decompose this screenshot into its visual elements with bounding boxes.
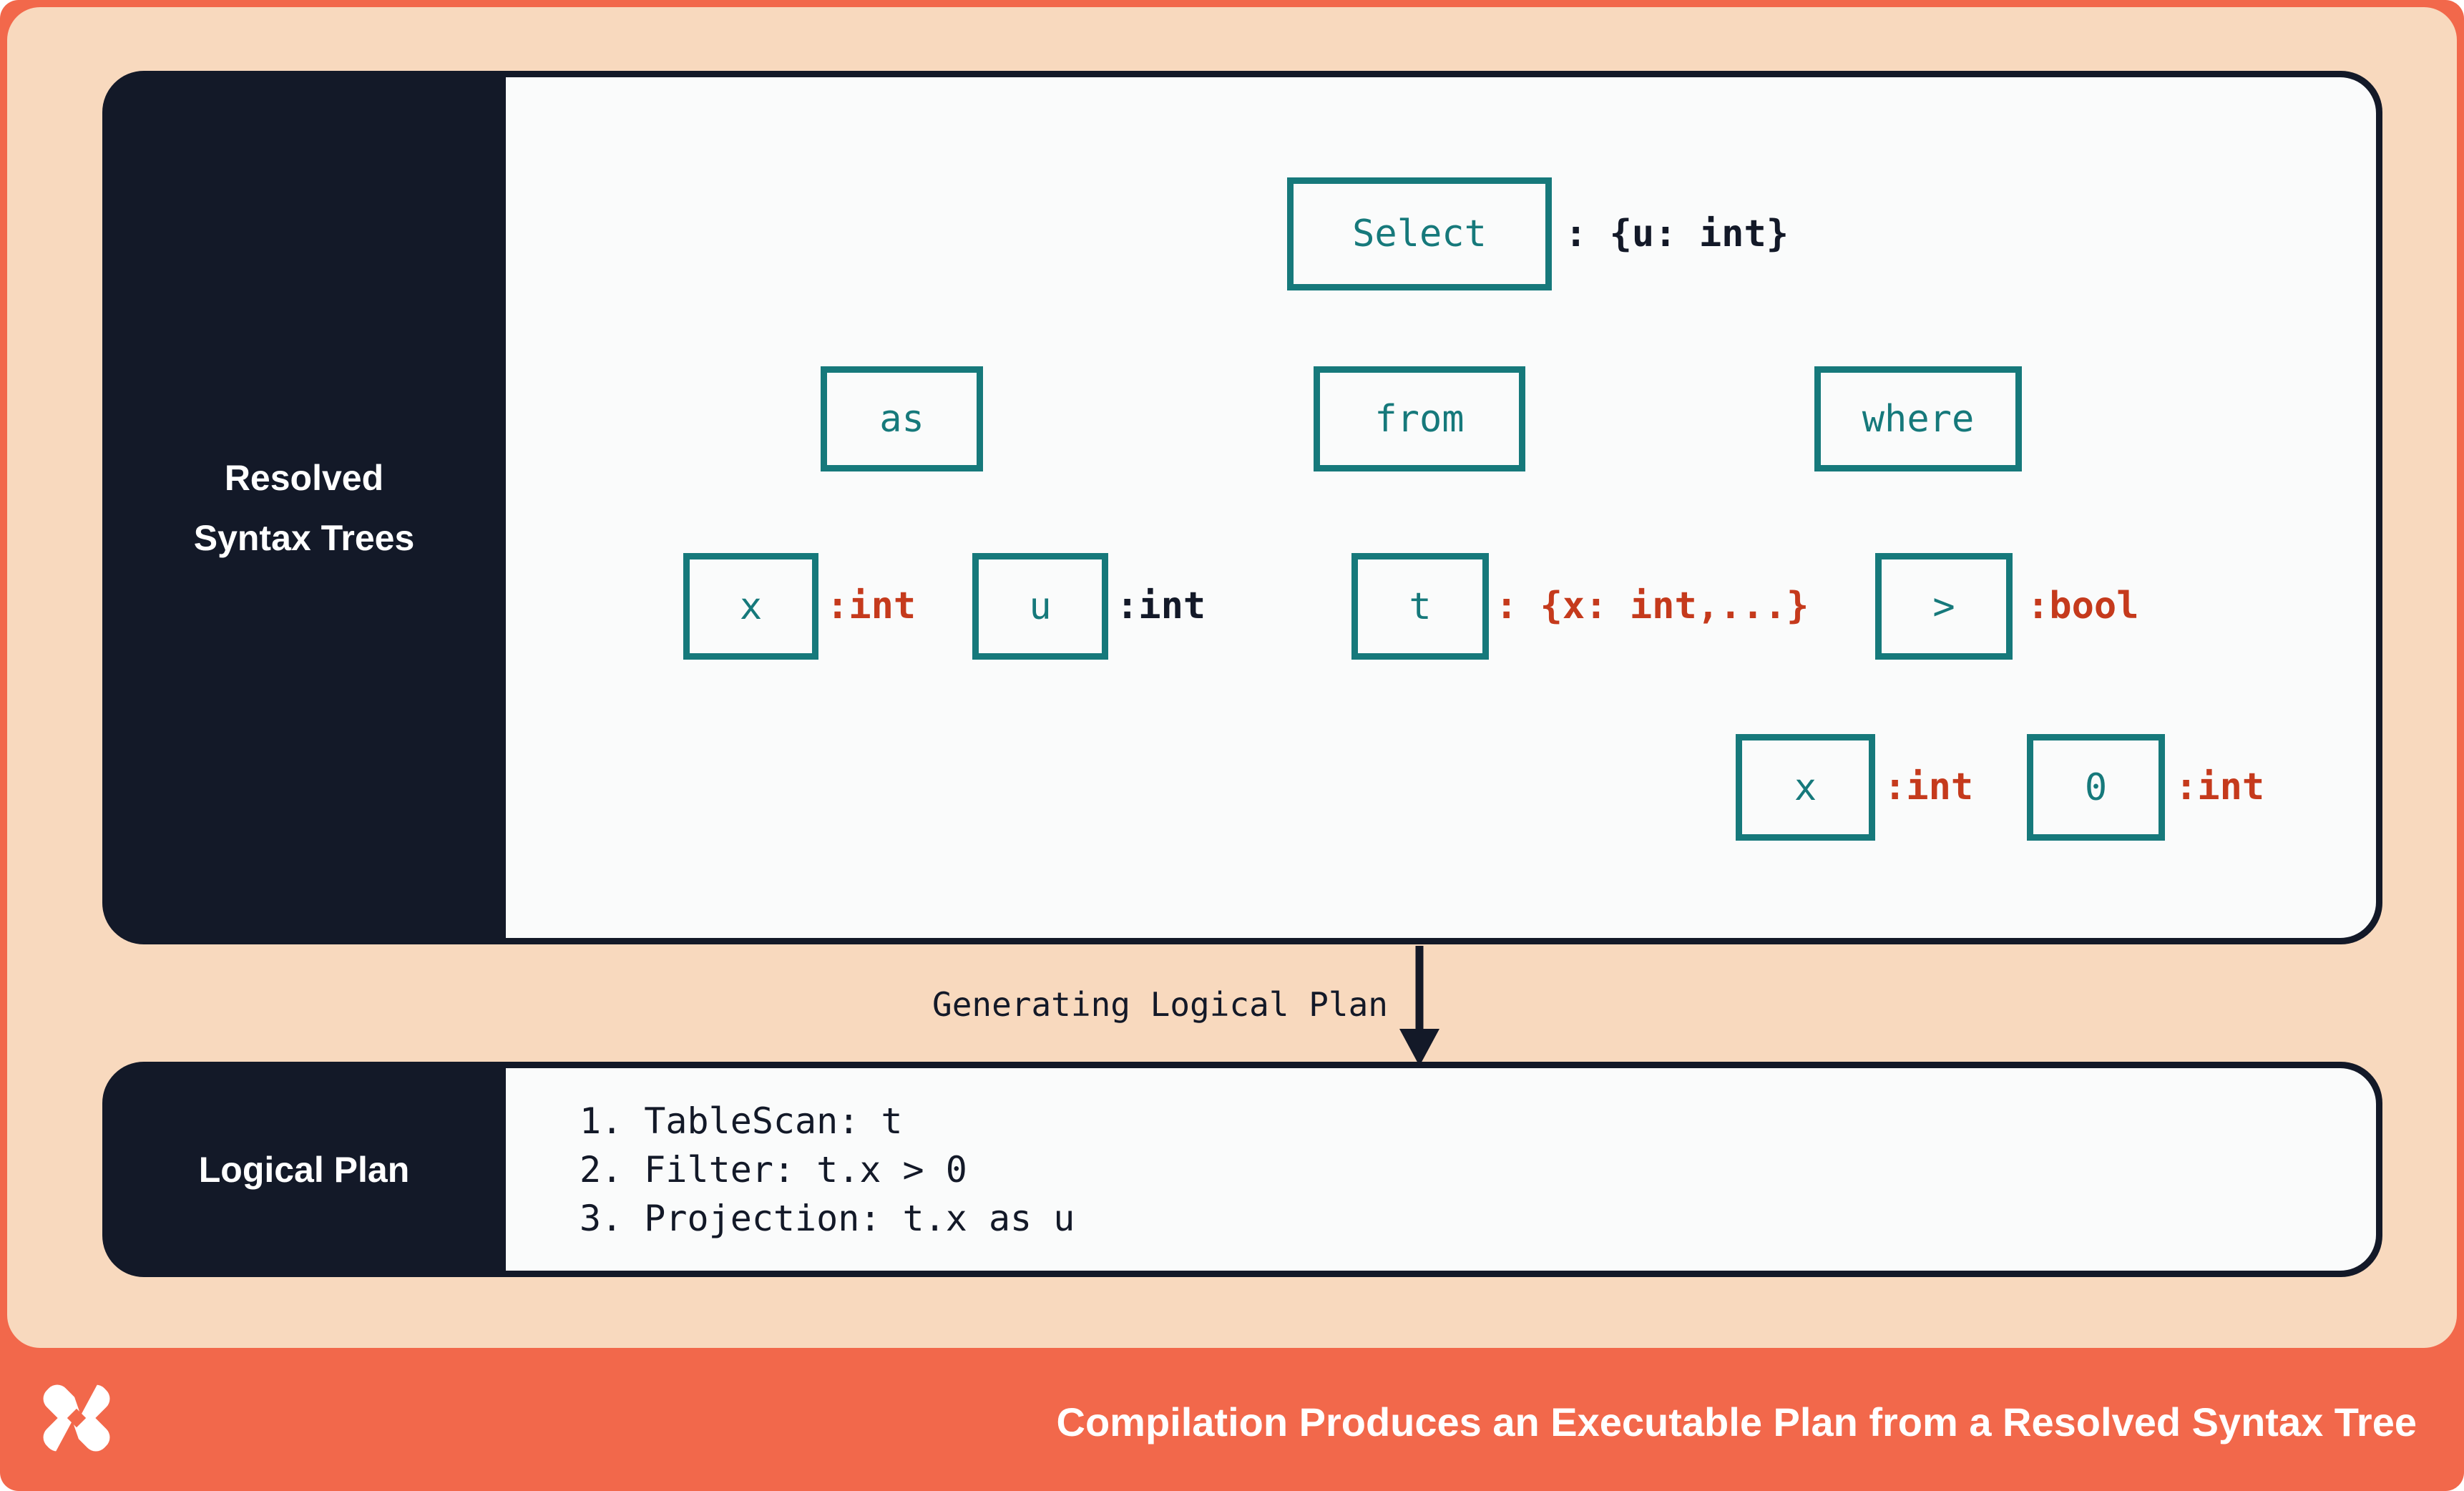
- node-where: where: [1814, 366, 2022, 471]
- logical-plan-step: 3. Projection: t.x as u: [580, 1197, 1075, 1239]
- resolved-panel-sidebar: Resolved Syntax Trees: [102, 71, 506, 944]
- logo-top-notch: [69, 1383, 99, 1416]
- logical-plan-panel: Logical Plan: [102, 1062, 2382, 1277]
- node-from: from: [1314, 366, 1525, 471]
- node-t-label: t: [1409, 585, 1432, 628]
- node-u-label: u: [1029, 585, 1052, 628]
- node-u: u: [972, 553, 1108, 660]
- logo-center-diamond-hole: [67, 1408, 87, 1428]
- node-from-label: from: [1374, 397, 1465, 441]
- logical-panel-card: [506, 1068, 2376, 1271]
- annotation-zero-type: :int: [2175, 766, 2265, 808]
- node-select: Select: [1287, 177, 1552, 290]
- x-pinwheel-logo: [43, 1383, 110, 1453]
- footer-caption: Compilation Produces an Executable Plan …: [1056, 1399, 2417, 1444]
- annotation-x1-type: :int: [826, 585, 916, 627]
- node-x1-label: x: [739, 585, 763, 628]
- annotation-x2-type: :int: [1884, 766, 1974, 808]
- node-select-label: Select: [1352, 212, 1487, 255]
- node-x-gt-child: x: [1736, 734, 1875, 841]
- node-as-label: as: [879, 397, 924, 441]
- annotation-t-type: : {x: int,...}: [1495, 585, 1809, 627]
- node-zero: 0: [2027, 734, 2165, 841]
- logical-panel-sidebar: Logical Plan: [102, 1062, 506, 1277]
- node-where-label: where: [1862, 397, 1975, 441]
- transition-label: Generating Logical Plan: [932, 985, 1388, 1024]
- node-x2-label: x: [1794, 766, 1817, 809]
- node-gt-label: >: [1932, 585, 1955, 628]
- annotation-u-type: :int: [1116, 585, 1206, 627]
- logical-plan-step: 2. Filter: t.x > 0: [580, 1148, 967, 1191]
- resolved-panel-title-line1: Resolved: [224, 457, 384, 498]
- node-zero-label: 0: [2084, 766, 2108, 809]
- logo-bottom-notch: [54, 1420, 84, 1453]
- node-t: t: [1351, 553, 1489, 660]
- resolved-panel-title-line2: Syntax Trees: [193, 517, 415, 558]
- annotation-select-type: : {u: int}: [1565, 212, 1789, 255]
- annotation-gt-type: :bool: [2027, 585, 2139, 627]
- logical-plan-steps: 1. TableScan: t 2. Filter: t.x > 0 3. Pr…: [506, 1068, 2223, 1271]
- logical-plan-step: 1. TableScan: t: [580, 1100, 903, 1142]
- logical-panel-title: Logical Plan: [198, 1149, 410, 1190]
- node-as: as: [821, 366, 983, 471]
- node-greater-than: >: [1875, 553, 2013, 660]
- node-x-as-child: x: [683, 553, 818, 660]
